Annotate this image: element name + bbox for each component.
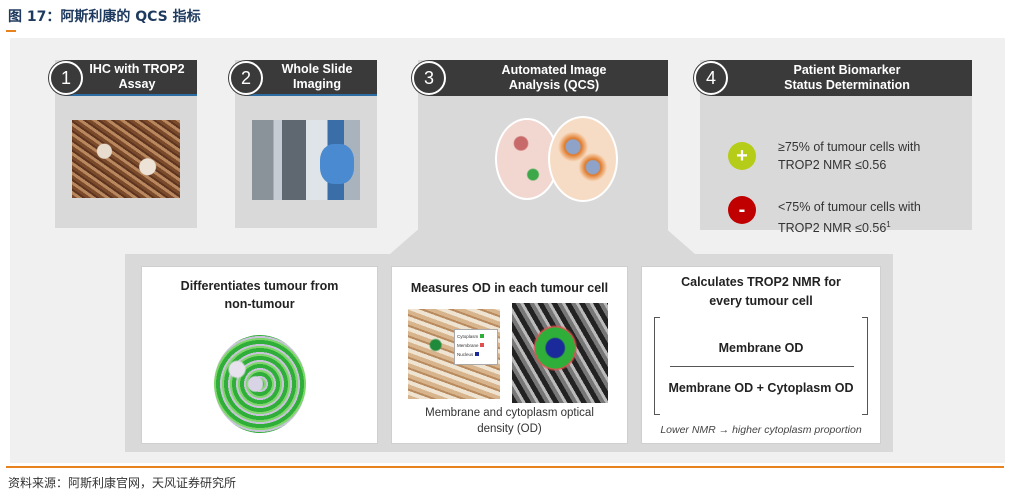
formula-right-bracket	[862, 317, 868, 415]
step-1-header: IHC with TROP2 Assay	[67, 60, 197, 96]
step-4-card: Patient Biomarker Status Determination 4…	[694, 60, 972, 235]
step-2-number: 2	[229, 61, 263, 95]
measure-od-title: Measures OD in each tumour cell	[410, 281, 609, 295]
positive-criterion: ≥75% of tumour cells with TROP2 NMR ≤0.5…	[778, 138, 920, 174]
step-1-title: IHC with TROP2 Assay	[89, 62, 185, 91]
ihc-stained-tissue-image	[72, 120, 180, 198]
cell-od-zoom-image	[512, 303, 608, 403]
measure-od-caption-line1: Membrane and cytoplasm optical	[425, 407, 594, 419]
step-1-number: 1	[49, 61, 83, 95]
negative-footnote: 1	[886, 220, 891, 229]
glove-hand-image	[320, 144, 354, 184]
negative-status-icon: -	[728, 196, 756, 224]
diagram-panel: IHC with TROP2 Assay 1 Whole Slide Imagi…	[10, 38, 1005, 463]
step-4-title: Patient Biomarker Status Determination	[784, 63, 910, 92]
step-2-title: Whole Slide Imaging	[281, 62, 353, 91]
measure-od-caption-line2: density (OD)	[477, 423, 542, 435]
cell-segmentation-circle	[548, 116, 618, 202]
differentiate-box: Differentiates tumour from non-tumour	[141, 266, 378, 444]
legend-cytoplasm: Cytoplasm	[457, 334, 479, 339]
nmr-calculation-title-line1: Calculates TROP2 NMR for	[681, 275, 841, 289]
slide-scanner-image	[252, 120, 360, 200]
formula-left-bracket	[654, 317, 660, 415]
measure-od-box: Measures OD in each tumour cell Cytoplas…	[391, 266, 628, 444]
step-2-header: Whole Slide Imaging	[247, 60, 377, 96]
nmr-calculation-box: Calculates TROP2 NMR for every tumour ce…	[641, 266, 881, 444]
nmr-calculation-title: Calculates TROP2 NMR for every tumour ce…	[642, 273, 880, 311]
legend-nucleus: Nucleus	[457, 352, 474, 357]
differentiate-title-line1: Differentiates tumour from	[180, 279, 339, 293]
cell-od-overview-image: Cytoplasm Membrane Nucleus	[408, 309, 500, 399]
differentiate-title: Differentiates tumour from non-tumour	[142, 277, 377, 313]
step-3-card: Automated Image Analysis (QCS) 3	[412, 60, 668, 230]
step-2-card: Whole Slide Imaging 2	[229, 60, 377, 228]
nmr-interpretation-note: Lower NMR → higher cytoplasm proportion	[660, 424, 862, 436]
negative-criterion-line2: TROP2 NMR ≤0.56	[778, 221, 887, 236]
positive-criterion-line2: TROP2 NMR ≤0.56	[778, 158, 887, 172]
legend-membrane: Membrane	[457, 343, 479, 348]
title-accent-mark	[6, 30, 16, 32]
footer-divider	[6, 466, 1004, 468]
measure-od-caption: Membrane and cytoplasm optical density (…	[392, 405, 627, 437]
step-3-expansion-connector	[390, 230, 695, 254]
tumour-segmentation-image	[212, 333, 308, 435]
step-4-header: Patient Biomarker Status Determination	[712, 60, 972, 96]
step-1-card: IHC with TROP2 Assay 1	[49, 60, 197, 228]
figure-title: 图 17：阿斯利康的 QCS 指标	[8, 9, 201, 25]
step-3-number: 3	[412, 61, 446, 95]
od-legend: Cytoplasm Membrane Nucleus	[454, 329, 498, 365]
qcs-detail-panel: Differentiates tumour from non-tumour Me…	[125, 254, 893, 452]
differentiate-title-line2: non-tumour	[224, 297, 295, 311]
source-note: 资料来源：阿斯利康官网，天风证券研究所	[8, 476, 237, 490]
step-3-header: Automated Image Analysis (QCS)	[430, 60, 668, 96]
step-4-number: 4	[694, 61, 728, 95]
negative-criterion: <75% of tumour cells with TROP2 NMR ≤0.5…	[778, 198, 921, 237]
positive-criterion-line1: ≥75% of tumour cells with	[778, 140, 921, 154]
formula-numerator: Membrane OD	[718, 341, 804, 355]
nmr-calculation-title-line2: every tumour cell	[709, 294, 813, 308]
step-3-title: Automated Image Analysis (QCS)	[501, 63, 607, 92]
fraction-line	[670, 366, 854, 367]
formula-denominator: Membrane OD + Cytoplasm OD	[668, 381, 854, 395]
negative-criterion-line1: <75% of tumour cells with	[778, 200, 921, 214]
positive-status-icon: +	[728, 142, 756, 170]
tissue-micrograph-circle	[495, 118, 559, 200]
